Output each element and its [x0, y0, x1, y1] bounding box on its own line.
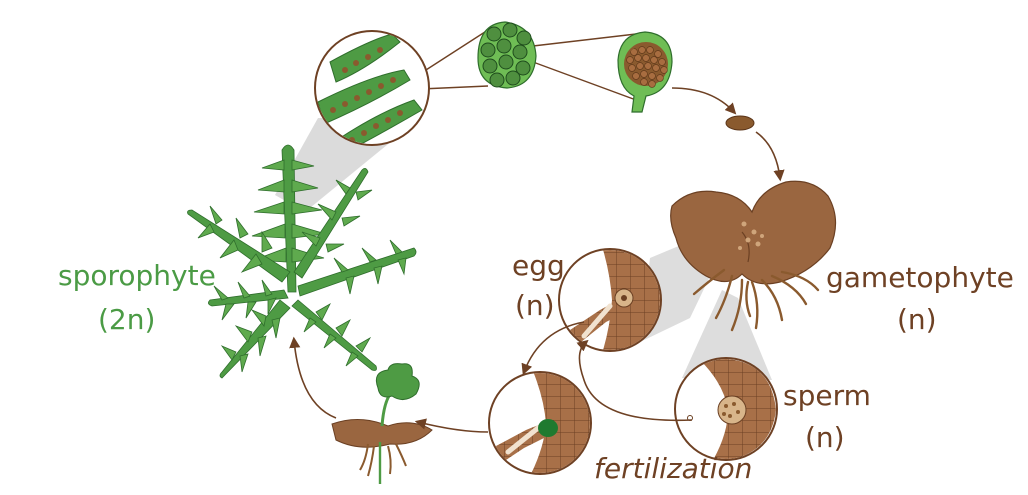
egg-label: egg — [512, 249, 565, 282]
sporangia-cluster — [477, 21, 537, 89]
antheridium-inset — [674, 357, 778, 461]
frond-sori-inset — [314, 30, 430, 146]
sporangium — [617, 31, 673, 113]
sporophyte-label: sporophyte — [58, 259, 216, 292]
young-sporophyte — [331, 363, 433, 484]
gametophyte-label: gametophyte — [826, 261, 1014, 294]
egg-ploidy-label: (n) — [515, 289, 555, 322]
fertilization-inset — [488, 371, 592, 475]
gametophyte-ploidy-label: (n) — [897, 303, 937, 336]
gametophyte-prothallus — [670, 180, 837, 332]
sperm-ploidy-label: (n) — [805, 421, 845, 454]
archegonium-inset — [558, 248, 662, 352]
fertilization-label: fertilization — [594, 452, 753, 485]
sperm-label: sperm — [783, 379, 871, 412]
sporophyte-ploidy-label: (2n) — [98, 303, 156, 336]
cycle-arrows — [289, 87, 785, 433]
spore — [725, 115, 755, 131]
fern-plant — [187, 144, 417, 379]
